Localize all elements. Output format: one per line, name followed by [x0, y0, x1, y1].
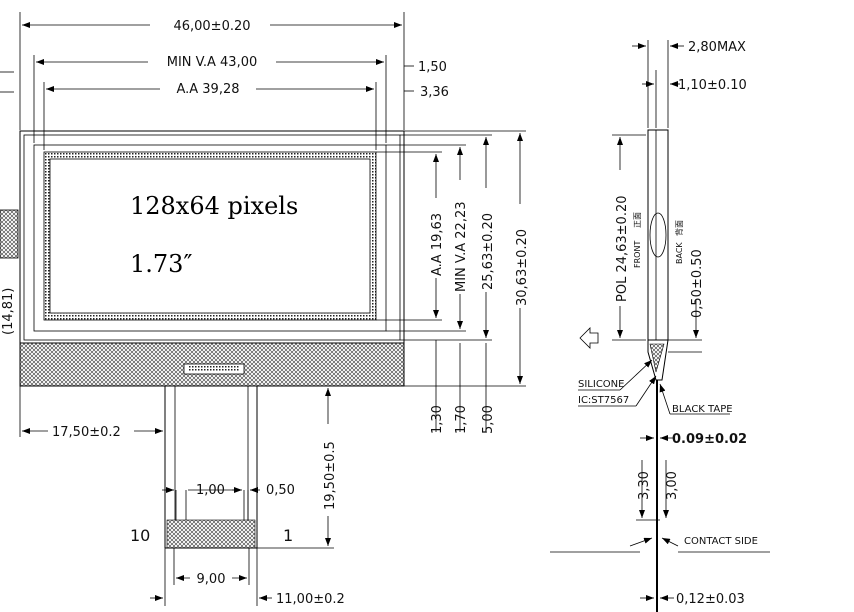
dim-glass-thickness: 1,10±0.10 — [678, 78, 747, 93]
leader-silicone — [619, 359, 653, 391]
dim-bg-span — [190, 570, 232, 586]
dim-pad-width: 0,50 — [266, 483, 295, 498]
label-front-cn: 正面 — [633, 212, 642, 228]
left-partial-dim: (14,81) — [1, 288, 16, 335]
dim-aa-height: A.A 19,63 — [430, 213, 445, 276]
label-black-tape: BLACK TAPE — [672, 404, 733, 415]
leader-ic — [635, 375, 657, 407]
dim-bg-side-pol — [612, 170, 628, 306]
dim-contact-2: 3,00 — [665, 471, 680, 500]
dim-outline-width: 46,00±0.20 — [173, 19, 250, 34]
dim-contact-1: 3,30 — [637, 471, 652, 500]
dim-bg-va-h — [452, 180, 468, 294]
label-back-cn: 背面 — [674, 220, 684, 236]
side-view: 2,80MAX 1,10±0.10 POL 24,63±0.20 FRONT 正… — [550, 40, 770, 612]
dim-bg-offset — [48, 423, 134, 439]
resolution-text: 128x64 pixels — [130, 192, 298, 220]
label-back: BACK — [675, 242, 684, 264]
active-area — [49, 158, 371, 314]
dim-fpc-length: 19,50±0.5 — [323, 441, 338, 510]
dim-base-thickness: 0,12±0.03 — [676, 592, 745, 607]
dim-aa-width: A.A 39,28 — [176, 82, 239, 97]
fpc-contact-pads — [166, 519, 256, 549]
dim-bg-aa — [160, 81, 256, 97]
pol-outline — [23, 134, 401, 341]
dim-pitch: 1,00 — [196, 483, 225, 498]
front-view: 128x64 pixels 1.73″ (14,81) 10 1 46,00±0… — [0, 12, 530, 607]
arrow-contact-side-right — [661, 537, 679, 547]
dim-bg-pol-h — [478, 188, 494, 292]
ic-bumps — [188, 366, 240, 372]
diagonal-text: 1.73″ — [130, 250, 192, 278]
dim-min-va-width: MIN V.A 43,00 — [167, 55, 258, 70]
dim-side-pol: POL 24,63±0.20 — [615, 195, 630, 302]
dim-bg-fpc-len — [320, 424, 336, 516]
dim-bottom-1: 1,30 — [430, 405, 445, 434]
dim-right-1: 1,50 — [418, 60, 447, 75]
dim-pol-height: 25,63±0.20 — [481, 213, 496, 290]
dim-contact-span: 9,00 — [197, 572, 226, 587]
dim-bottom-2: 1,70 — [454, 405, 469, 434]
dim-bg-outline-h — [512, 204, 528, 308]
label-silicone: SILICONE — [578, 379, 624, 390]
label-ic: IC:ST7567 — [578, 395, 629, 406]
side-glass-body — [647, 129, 669, 341]
dim-fpc-width: 11,00±0.2 — [276, 592, 345, 607]
label-front: FRONT — [633, 241, 642, 268]
dim-bg-va — [148, 54, 276, 70]
left-tab — [0, 209, 19, 259]
side-lens-mark — [649, 212, 667, 258]
view-direction-icon — [579, 327, 599, 349]
leader-tape — [659, 383, 671, 415]
dim-bottom-3: 5,00 — [481, 405, 496, 434]
dim-side-offset: 0,50±0.50 — [690, 249, 705, 318]
dim-fpc-thickness: 0.09±0.02 — [672, 432, 747, 447]
viewing-area-outline — [33, 144, 387, 332]
pin-1-label: 1 — [283, 526, 293, 545]
dim-min-va-height: MIN V.A 22,23 — [454, 202, 469, 293]
dim-bg-outline — [150, 17, 270, 33]
dim-bg-aa-h — [428, 198, 444, 278]
side-silicone-fill — [649, 343, 665, 373]
arrow-contact-side-left — [629, 537, 653, 547]
label-contact-side: CONTACT SIDE — [684, 536, 758, 547]
dim-outline-height: 30,63±0.20 — [515, 229, 530, 306]
pin-10-label: 10 — [130, 526, 150, 545]
dim-fpc-offset: 17,50±0.2 — [52, 425, 121, 440]
dim-right-2: 3,36 — [420, 85, 449, 100]
dim-max-thickness: 2,80MAX — [688, 40, 746, 55]
